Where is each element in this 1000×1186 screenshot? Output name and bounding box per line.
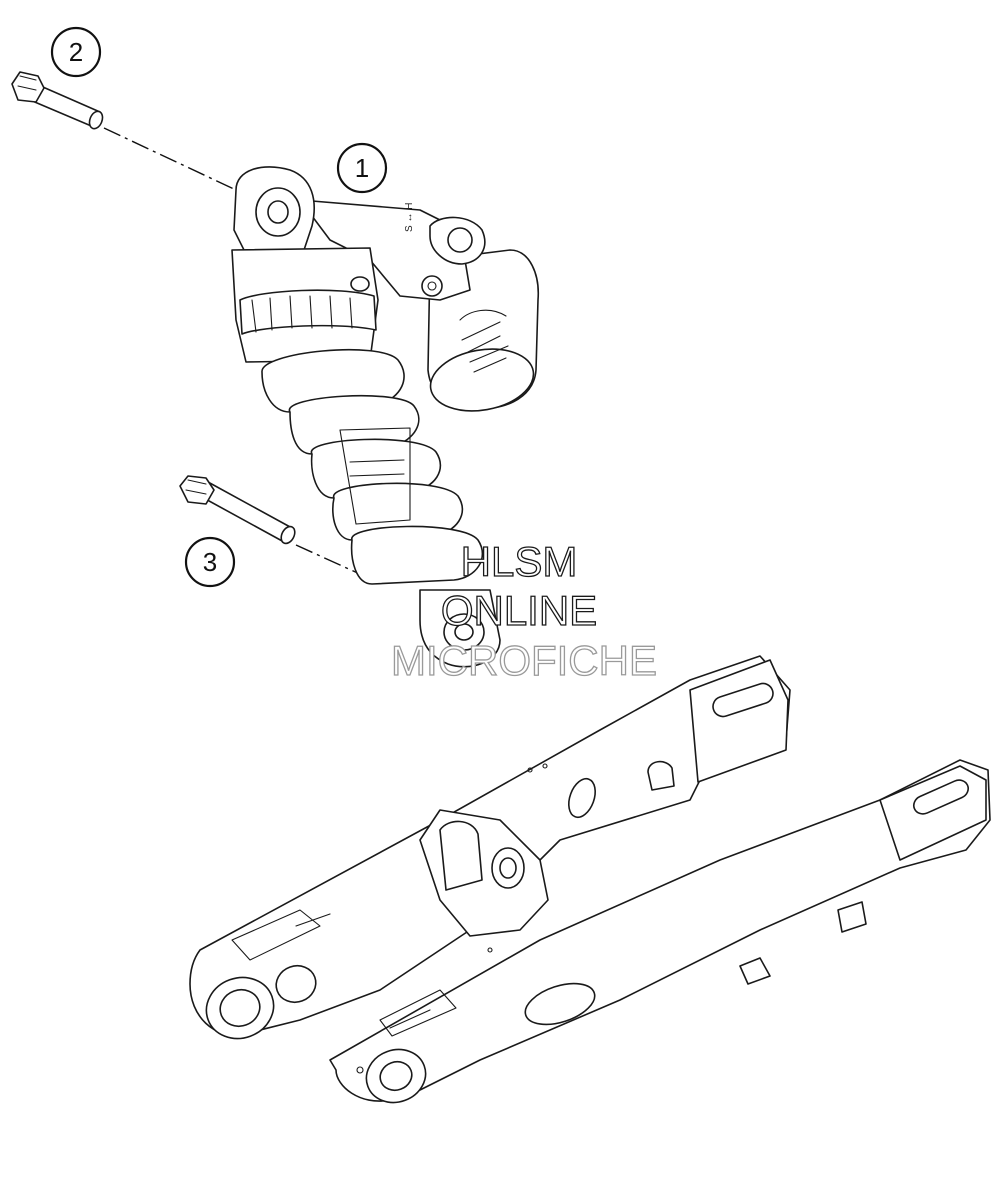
upper-mounting-bolt <box>11 71 104 130</box>
watermark-line-3: MICROFICHE <box>391 637 657 684</box>
alignment-line-upper <box>103 127 237 191</box>
watermark-line-1: HLSM <box>461 538 578 585</box>
callout-2-label: 2 <box>69 37 83 67</box>
swingarm <box>189 655 991 1104</box>
callout-3[interactable]: 3 <box>184 536 236 588</box>
watermark-line-2: ONLINE <box>441 587 597 634</box>
adjuster-marking: S ↔ H <box>404 203 415 232</box>
callout-3-label: 3 <box>203 547 217 577</box>
callout-1-label: 1 <box>355 153 369 183</box>
watermark: HLSM ONLINE MICROFICHE <box>390 537 657 684</box>
callout-2[interactable]: 2 <box>50 26 102 78</box>
alignment-line-lower <box>295 544 363 576</box>
shock-absorber: S ↔ H <box>231 166 540 668</box>
callout-1[interactable]: 1 <box>336 142 388 194</box>
lower-mounting-bolt <box>179 475 296 545</box>
